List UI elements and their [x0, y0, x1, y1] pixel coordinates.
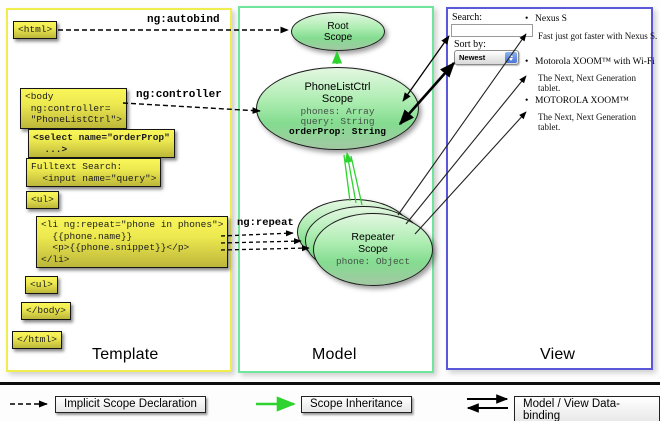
ng-repeat-label: ng:repeat — [237, 217, 294, 229]
view-panel-label: View — [540, 346, 576, 363]
bullet-icon: • — [525, 96, 529, 106]
sort-selected-value: Newest — [459, 53, 486, 62]
legend-double-arrow-icon — [466, 394, 509, 413]
phonelistctrl-scope-title: PhoneListCtrl Scope — [304, 80, 371, 105]
dropdown-stepper-icon — [505, 52, 517, 63]
html-open-tag-box: <html> — [13, 21, 58, 39]
phone-item-title: •MOTOROLA XOOM™ — [525, 96, 629, 106]
model-panel — [238, 6, 434, 373]
template-panel-label: Template — [92, 346, 159, 363]
ng-autobind-label: ng:autobind — [147, 14, 220, 26]
ul-open-tag-box: <ul> — [26, 191, 59, 209]
fulltext-search-box: Fulltext Search: <input name="query"> — [26, 158, 162, 187]
prop-phones: phones: Array — [300, 105, 375, 117]
legend-separator-line — [0, 382, 660, 385]
prop-phone: phone: Object — [335, 256, 411, 267]
search-input[interactable] — [451, 24, 533, 37]
legend-databinding: Model / View Data-binding — [514, 396, 660, 421]
bullet-icon: • — [525, 14, 529, 24]
li-ngrepeat-box: <li ng:repeat="phone in phones"> {{phone… — [36, 216, 229, 268]
phone-item-snippet: The Next, Next Generation tablet. — [538, 112, 636, 132]
html-close-tag-box: </html> — [12, 331, 62, 349]
phonelistctrl-scope-ellipse: PhoneListCtrl Scope phones: Array query:… — [256, 67, 419, 150]
ng-controller-label: ng:controller — [136, 89, 222, 101]
phone-item-snippet: Fast just got faster with Nexus S. — [538, 31, 658, 41]
search-label: Search: — [452, 12, 482, 23]
repeater-scope-ellipse-front: Repeater Scope phone: Object — [313, 213, 433, 286]
prop-query: query: String — [300, 115, 375, 127]
root-scope-ellipse: Root Scope — [291, 12, 385, 51]
root-scope-title: Root Scope — [323, 20, 353, 43]
legend-implicit-scope: Implicit Scope Declaration — [55, 396, 206, 413]
body-open-tag-box: <body ng:controller= "PhoneListCtrl"> — [20, 88, 127, 129]
legend-scope-inheritance: Scope Inheritance — [301, 396, 412, 413]
bullet-icon: • — [525, 57, 529, 67]
phone-item-title: •Nexus S — [525, 14, 567, 24]
repeater-scope-title: Repeater Scope — [351, 231, 395, 255]
sort-by-select[interactable]: Newest — [454, 50, 519, 65]
sort-by-label: Sort by: — [454, 39, 486, 50]
select-orderprop-box: <select name="orderProp" ...> — [28, 129, 175, 158]
prop-orderprop: orderProp: String — [289, 125, 386, 137]
phone-item-snippet: The Next, Next Generation tablet. — [538, 73, 636, 93]
ul-second-tag-box: <ul> — [25, 276, 58, 294]
model-panel-label: Model — [312, 346, 357, 363]
phone-item-title: •Motorola XOOM™ with Wi-Fi — [525, 57, 655, 67]
body-close-tag-box: </body> — [21, 302, 71, 320]
